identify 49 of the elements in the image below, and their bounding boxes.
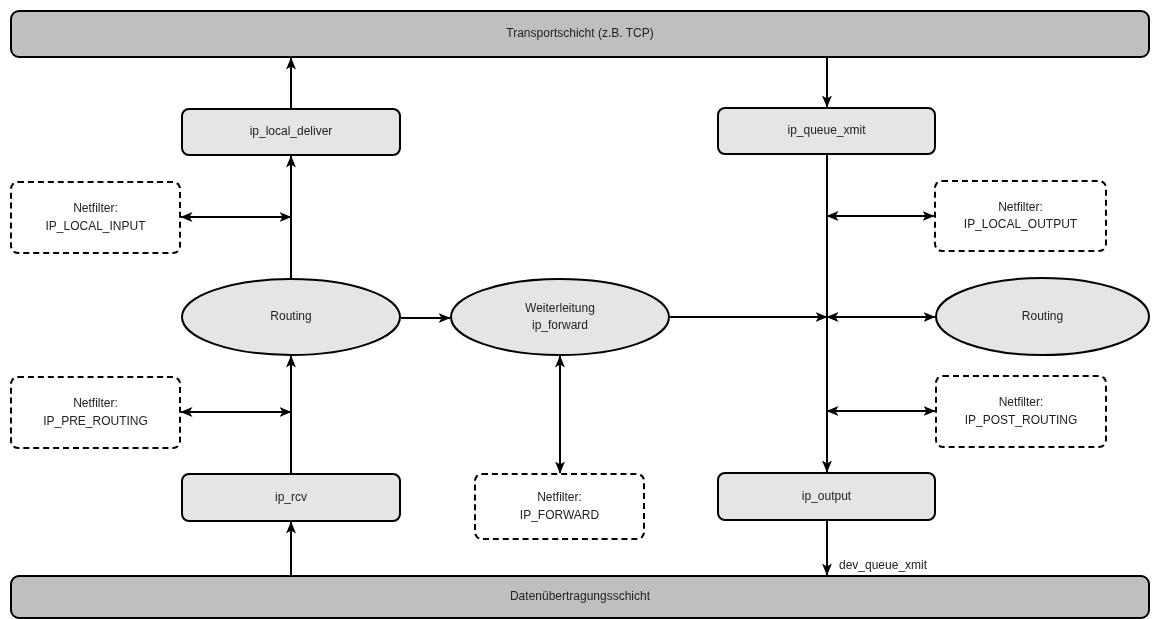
- arrow: [180, 407, 292, 417]
- arrow: [669, 312, 828, 322]
- node-text: Netfilter:: [537, 489, 582, 507]
- node-text: Weiterleitung: [525, 299, 595, 317]
- node-text: Netfilter:: [998, 394, 1044, 412]
- edge-label: dev_queue_xmit: [838, 558, 929, 572]
- netfilter-hook-box: [474, 473, 645, 540]
- node-text: Netfilter:: [73, 200, 118, 218]
- netfilter-hook-box: [10, 181, 181, 254]
- node-text: IP_LOCAL_OUTPUT: [963, 216, 1078, 233]
- arrow: [822, 154, 832, 473]
- netfilter-hook-box: [934, 180, 1107, 252]
- node-text: Routing: [270, 308, 312, 326]
- process-ellipse: [181, 278, 401, 356]
- arrow: [286, 155, 296, 279]
- node-text: Datenübertragungsschicht: [509, 588, 651, 606]
- node-text: ip_rcv: [275, 488, 307, 506]
- node-text: IP_LOCAL_INPUT: [45, 217, 146, 235]
- netfilter-hook-box: [10, 376, 181, 449]
- node-text: ip_queue_xmit: [787, 122, 866, 140]
- node-text: ip_output: [801, 487, 852, 505]
- node-text: Netfilter:: [998, 198, 1043, 216]
- process-box: [181, 473, 401, 522]
- node-text: ip_forward: [532, 317, 588, 334]
- process-ellipse: [935, 277, 1150, 356]
- netfilter-hook-box: [935, 375, 1107, 448]
- node-text: ip_local_deliver: [249, 123, 333, 141]
- arrow: [286, 57, 296, 109]
- arrow: [286, 355, 296, 474]
- node-text: Routing: [1021, 307, 1064, 325]
- arrow: [822, 57, 832, 108]
- layer-bar: [10, 10, 1150, 58]
- node-text: IP_FORWARD: [519, 506, 600, 524]
- layer-bar: [10, 575, 1150, 619]
- node-text: Netfilter:: [73, 395, 118, 413]
- process-box: [181, 108, 401, 156]
- process-box: [717, 107, 936, 155]
- arrow: [826, 211, 935, 221]
- arrow: [826, 406, 936, 416]
- arrow: [555, 355, 565, 474]
- process-box: [717, 472, 936, 521]
- arrow: [826, 312, 936, 322]
- arrow: [822, 520, 832, 576]
- node-text: Transportschicht (z.B. TCP): [506, 25, 654, 43]
- process-ellipse: [450, 278, 670, 356]
- arrow: [180, 212, 292, 222]
- arrow: [286, 521, 296, 576]
- node-text: IP_PRE_ROUTING: [43, 412, 148, 430]
- node-text: IP_POST_ROUTING: [964, 411, 1078, 429]
